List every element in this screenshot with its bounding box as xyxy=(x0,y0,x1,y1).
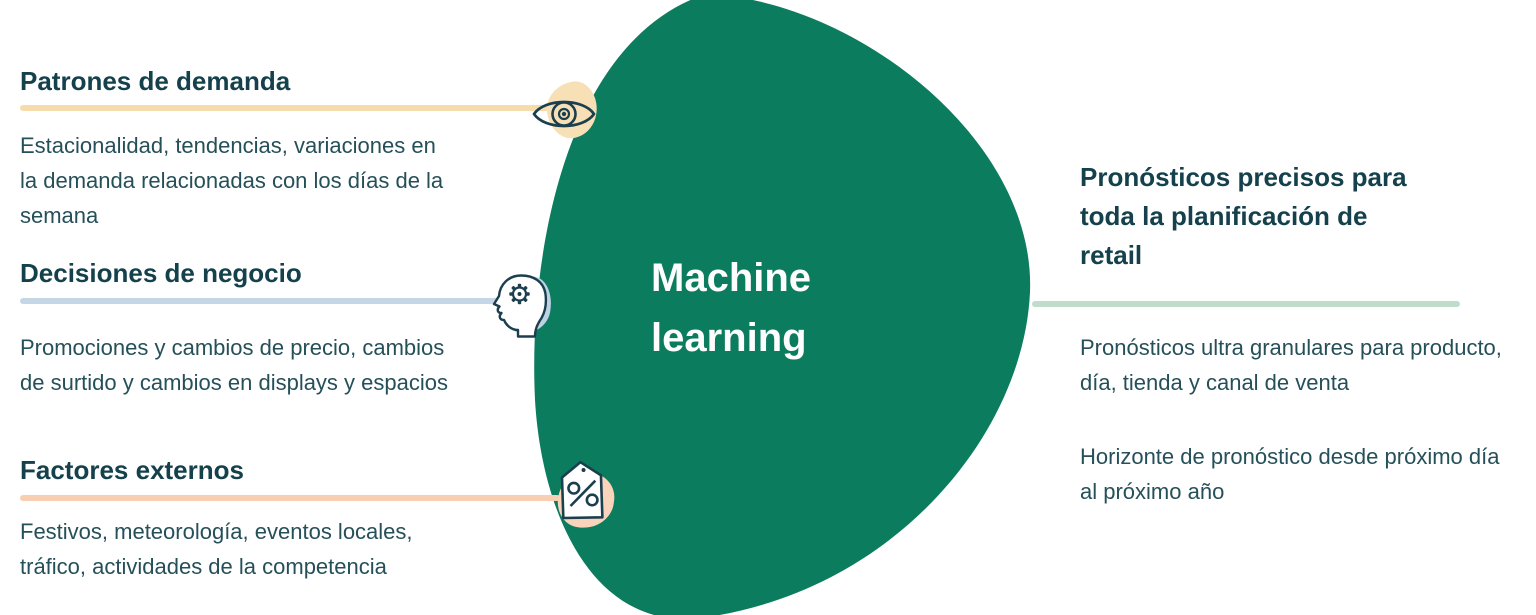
section-business-body-line1: Promociones y cambios de precio, cambios xyxy=(20,335,445,360)
section-demand-body: Estacionalidad, tendencias, variaciones … xyxy=(20,128,443,233)
section-external-body-line2: tráfico, actividades de la competencia xyxy=(20,554,387,579)
gear-icon xyxy=(509,283,530,305)
center-title-line1: Machine xyxy=(651,256,812,300)
center-title: Machine learning xyxy=(651,248,911,368)
section-business-body-line2: de surtido y cambios en displays y espac… xyxy=(20,370,448,395)
output-paragraph-2-line2: al próximo año xyxy=(1080,479,1225,504)
section-external-body: Festivos, meteorología, eventos locales,… xyxy=(20,514,413,584)
section-external-heading: Factores externos xyxy=(20,455,244,485)
section-demand-body-line2: la demanda relacionadas con los días de … xyxy=(20,168,444,193)
percent-icon xyxy=(567,479,599,507)
output-paragraph-2: Horizonte de pronóstico desde próximo dí… xyxy=(1080,439,1499,509)
output-paragraph-2-line1: Horizonte de pronóstico desde próximo dí… xyxy=(1080,444,1500,469)
center-title-line2: learning xyxy=(651,316,807,360)
business-icon-medallion xyxy=(490,268,560,342)
percent-tag-icon xyxy=(560,460,604,520)
output-paragraph-1-line2: día, tienda y canal de venta xyxy=(1080,370,1350,395)
output-heading-line3: retail xyxy=(1080,240,1143,270)
section-business-connector-line xyxy=(20,298,508,304)
output-paragraph-1-line1: Pronósticos ultra granulares para produc… xyxy=(1080,335,1502,360)
output-heading-line1: Pronósticos precisos para xyxy=(1080,162,1407,192)
section-business-heading: Decisiones de negocio xyxy=(20,258,302,288)
output-paragraph-1: Pronósticos ultra granulares para produc… xyxy=(1080,330,1502,400)
section-external-connector-line xyxy=(20,495,560,501)
output-heading: Pronósticos precisos para toda la planif… xyxy=(1080,158,1407,275)
section-demand-body-line3: semana xyxy=(20,203,99,228)
section-demand-connector-line xyxy=(20,105,552,111)
output-connector-line xyxy=(1032,301,1460,307)
head-gear-icon xyxy=(492,274,548,338)
external-icon-medallion xyxy=(545,458,625,536)
section-business-body: Promociones y cambios de precio, cambios… xyxy=(20,330,448,400)
section-external-body-line1: Festivos, meteorología, eventos locales, xyxy=(20,519,413,544)
section-demand-body-line1: Estacionalidad, tendencias, variaciones … xyxy=(20,133,436,158)
eye-icon xyxy=(532,100,596,128)
output-heading-line2: toda la planificación de xyxy=(1080,201,1368,231)
section-demand-heading: Patrones de demanda xyxy=(20,66,291,96)
demand-icon-medallion xyxy=(528,78,601,150)
